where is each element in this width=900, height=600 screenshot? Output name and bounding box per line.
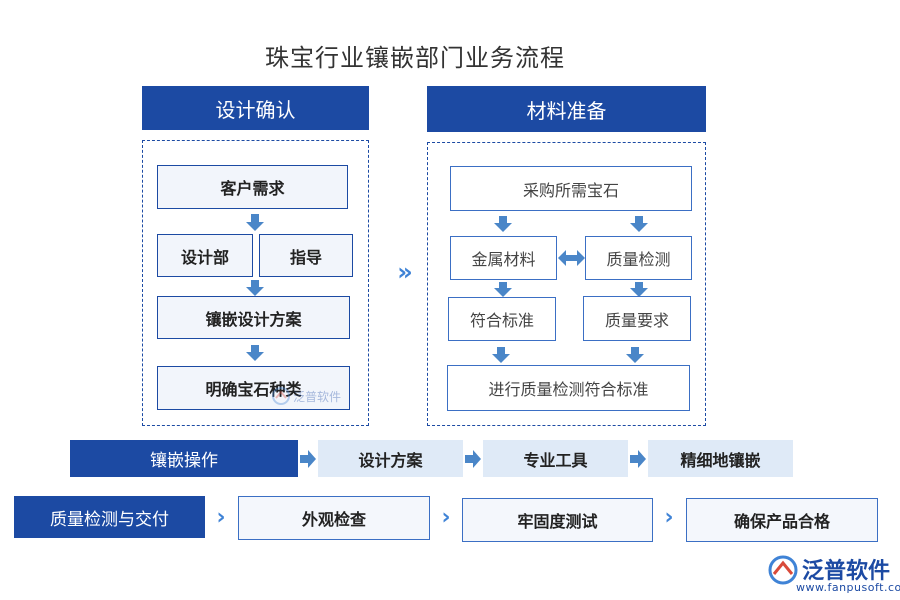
inlay-step-tools: 专业工具 xyxy=(483,440,628,477)
purchase-gem-box: 采购所需宝石 xyxy=(450,166,692,211)
watermark-text: 泛普软件 xyxy=(293,389,342,404)
final-quality-box: 进行质量检测符合标准 xyxy=(447,365,690,411)
metal-material-box: 金属材料 xyxy=(450,236,557,280)
quality-delivery-label: 质量检测与交付 xyxy=(14,496,205,538)
right-arrow-icon xyxy=(300,450,316,468)
conform-standard-box: 符合标准 xyxy=(448,297,556,341)
down-arrow-icon xyxy=(630,216,648,232)
chevron-right-icon: › xyxy=(441,504,451,530)
logo-name: 泛普软件 xyxy=(802,559,891,584)
page-title: 珠宝行业镶嵌部门业务流程 xyxy=(265,44,565,72)
inlay-step-fine: 精细地镶嵌 xyxy=(648,440,793,477)
logo-url: www.fanpusoft.com xyxy=(796,581,900,594)
customer-demand-box: 客户需求 xyxy=(157,165,348,209)
fanpu-logo: 泛普软件 www.fanpusoft.com xyxy=(768,553,900,597)
down-arrow-icon xyxy=(626,347,644,363)
quality-check-box: 质量检测 xyxy=(585,236,692,280)
down-arrow-icon xyxy=(492,347,510,363)
fanpu-logo-icon xyxy=(768,555,798,585)
material-prep-panel xyxy=(427,142,706,426)
down-arrow-icon xyxy=(494,282,512,297)
design-dept-box: 设计部 xyxy=(157,234,253,277)
design-confirm-header: 设计确认 xyxy=(142,86,369,130)
right-arrow-icon xyxy=(465,450,481,468)
fanpu-logo-icon xyxy=(272,387,290,405)
appearance-check-box: 外观检查 xyxy=(238,496,430,540)
down-arrow-icon xyxy=(246,280,264,296)
down-arrow-icon xyxy=(630,282,648,297)
chevron-right-icon: › xyxy=(664,504,674,530)
down-arrow-icon xyxy=(494,216,512,232)
down-arrow-icon xyxy=(246,214,264,231)
design-confirm-panel xyxy=(142,140,369,426)
double-chevron-icon: » xyxy=(397,258,413,286)
down-arrow-icon xyxy=(246,345,264,361)
double-arrow-icon xyxy=(558,250,585,266)
gem-type-box: 明确宝石种类 xyxy=(157,366,350,410)
guide-box: 指导 xyxy=(259,234,353,277)
quality-requirement-box: 质量要求 xyxy=(583,296,691,341)
inlay-step-design: 设计方案 xyxy=(318,440,463,477)
inlay-design-plan-box: 镶嵌设计方案 xyxy=(157,296,350,339)
watermark-logo: 泛普软件 xyxy=(272,386,352,406)
inlay-operation-label: 镶嵌操作 xyxy=(70,440,298,477)
right-arrow-icon xyxy=(630,450,646,468)
material-prep-header: 材料准备 xyxy=(427,86,706,132)
firmness-test-box: 牢固度测试 xyxy=(462,498,653,542)
product-qualified-box: 确保产品合格 xyxy=(686,498,878,542)
chevron-right-icon: › xyxy=(216,504,226,530)
